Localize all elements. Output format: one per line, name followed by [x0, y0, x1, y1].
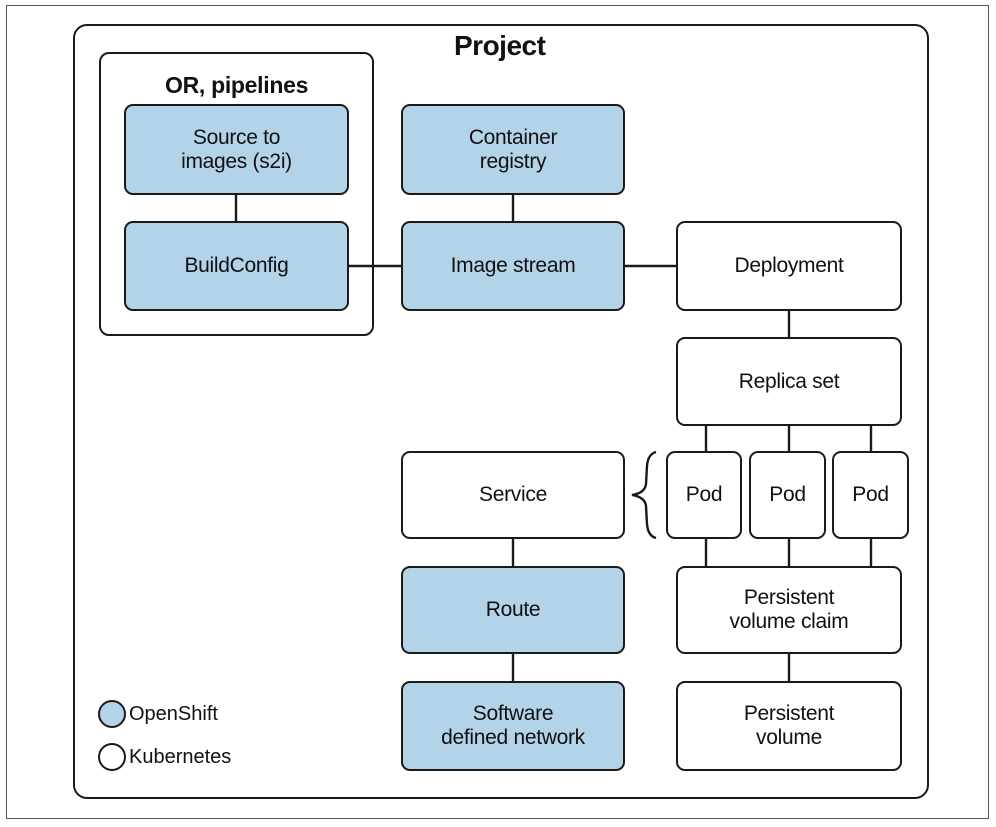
legend-openshift: OpenShift [98, 700, 218, 728]
legend-kubernetes-label: Kubernetes [129, 745, 232, 768]
node-deployment: Deployment [676, 221, 902, 311]
legend-kubernetes: Kubernetes [98, 743, 231, 771]
node-pod-2: Pod [749, 451, 826, 539]
node-service: Service [401, 451, 625, 539]
figure-frame [6, 5, 989, 819]
project-title: Project [454, 30, 546, 61]
node-pod-1: Pod [666, 451, 742, 539]
node-source-to-images: Source to images (s2i) [124, 104, 349, 195]
node-container-registry: Container registry [401, 104, 625, 195]
node-route: Route [401, 566, 625, 654]
service-pods-brace [631, 450, 657, 540]
node-buildconfig: BuildConfig [124, 221, 349, 311]
node-software-defined-network: Software defined network [401, 681, 625, 771]
legend-kubernetes-swatch [98, 743, 126, 771]
pipelines-group [99, 52, 374, 336]
node-persistent-volume: Persistent volume [676, 681, 902, 771]
legend-openshift-swatch [98, 700, 126, 728]
legend-openshift-label: OpenShift [129, 702, 218, 725]
node-image-stream: Image stream [401, 221, 625, 311]
node-replica-set: Replica set [676, 337, 902, 426]
node-pod-3: Pod [832, 451, 909, 539]
project-container [73, 24, 929, 799]
node-persistent-volume-claim: Persistent volume claim [676, 566, 902, 654]
pipelines-group-title: OR, pipelines [165, 72, 309, 98]
